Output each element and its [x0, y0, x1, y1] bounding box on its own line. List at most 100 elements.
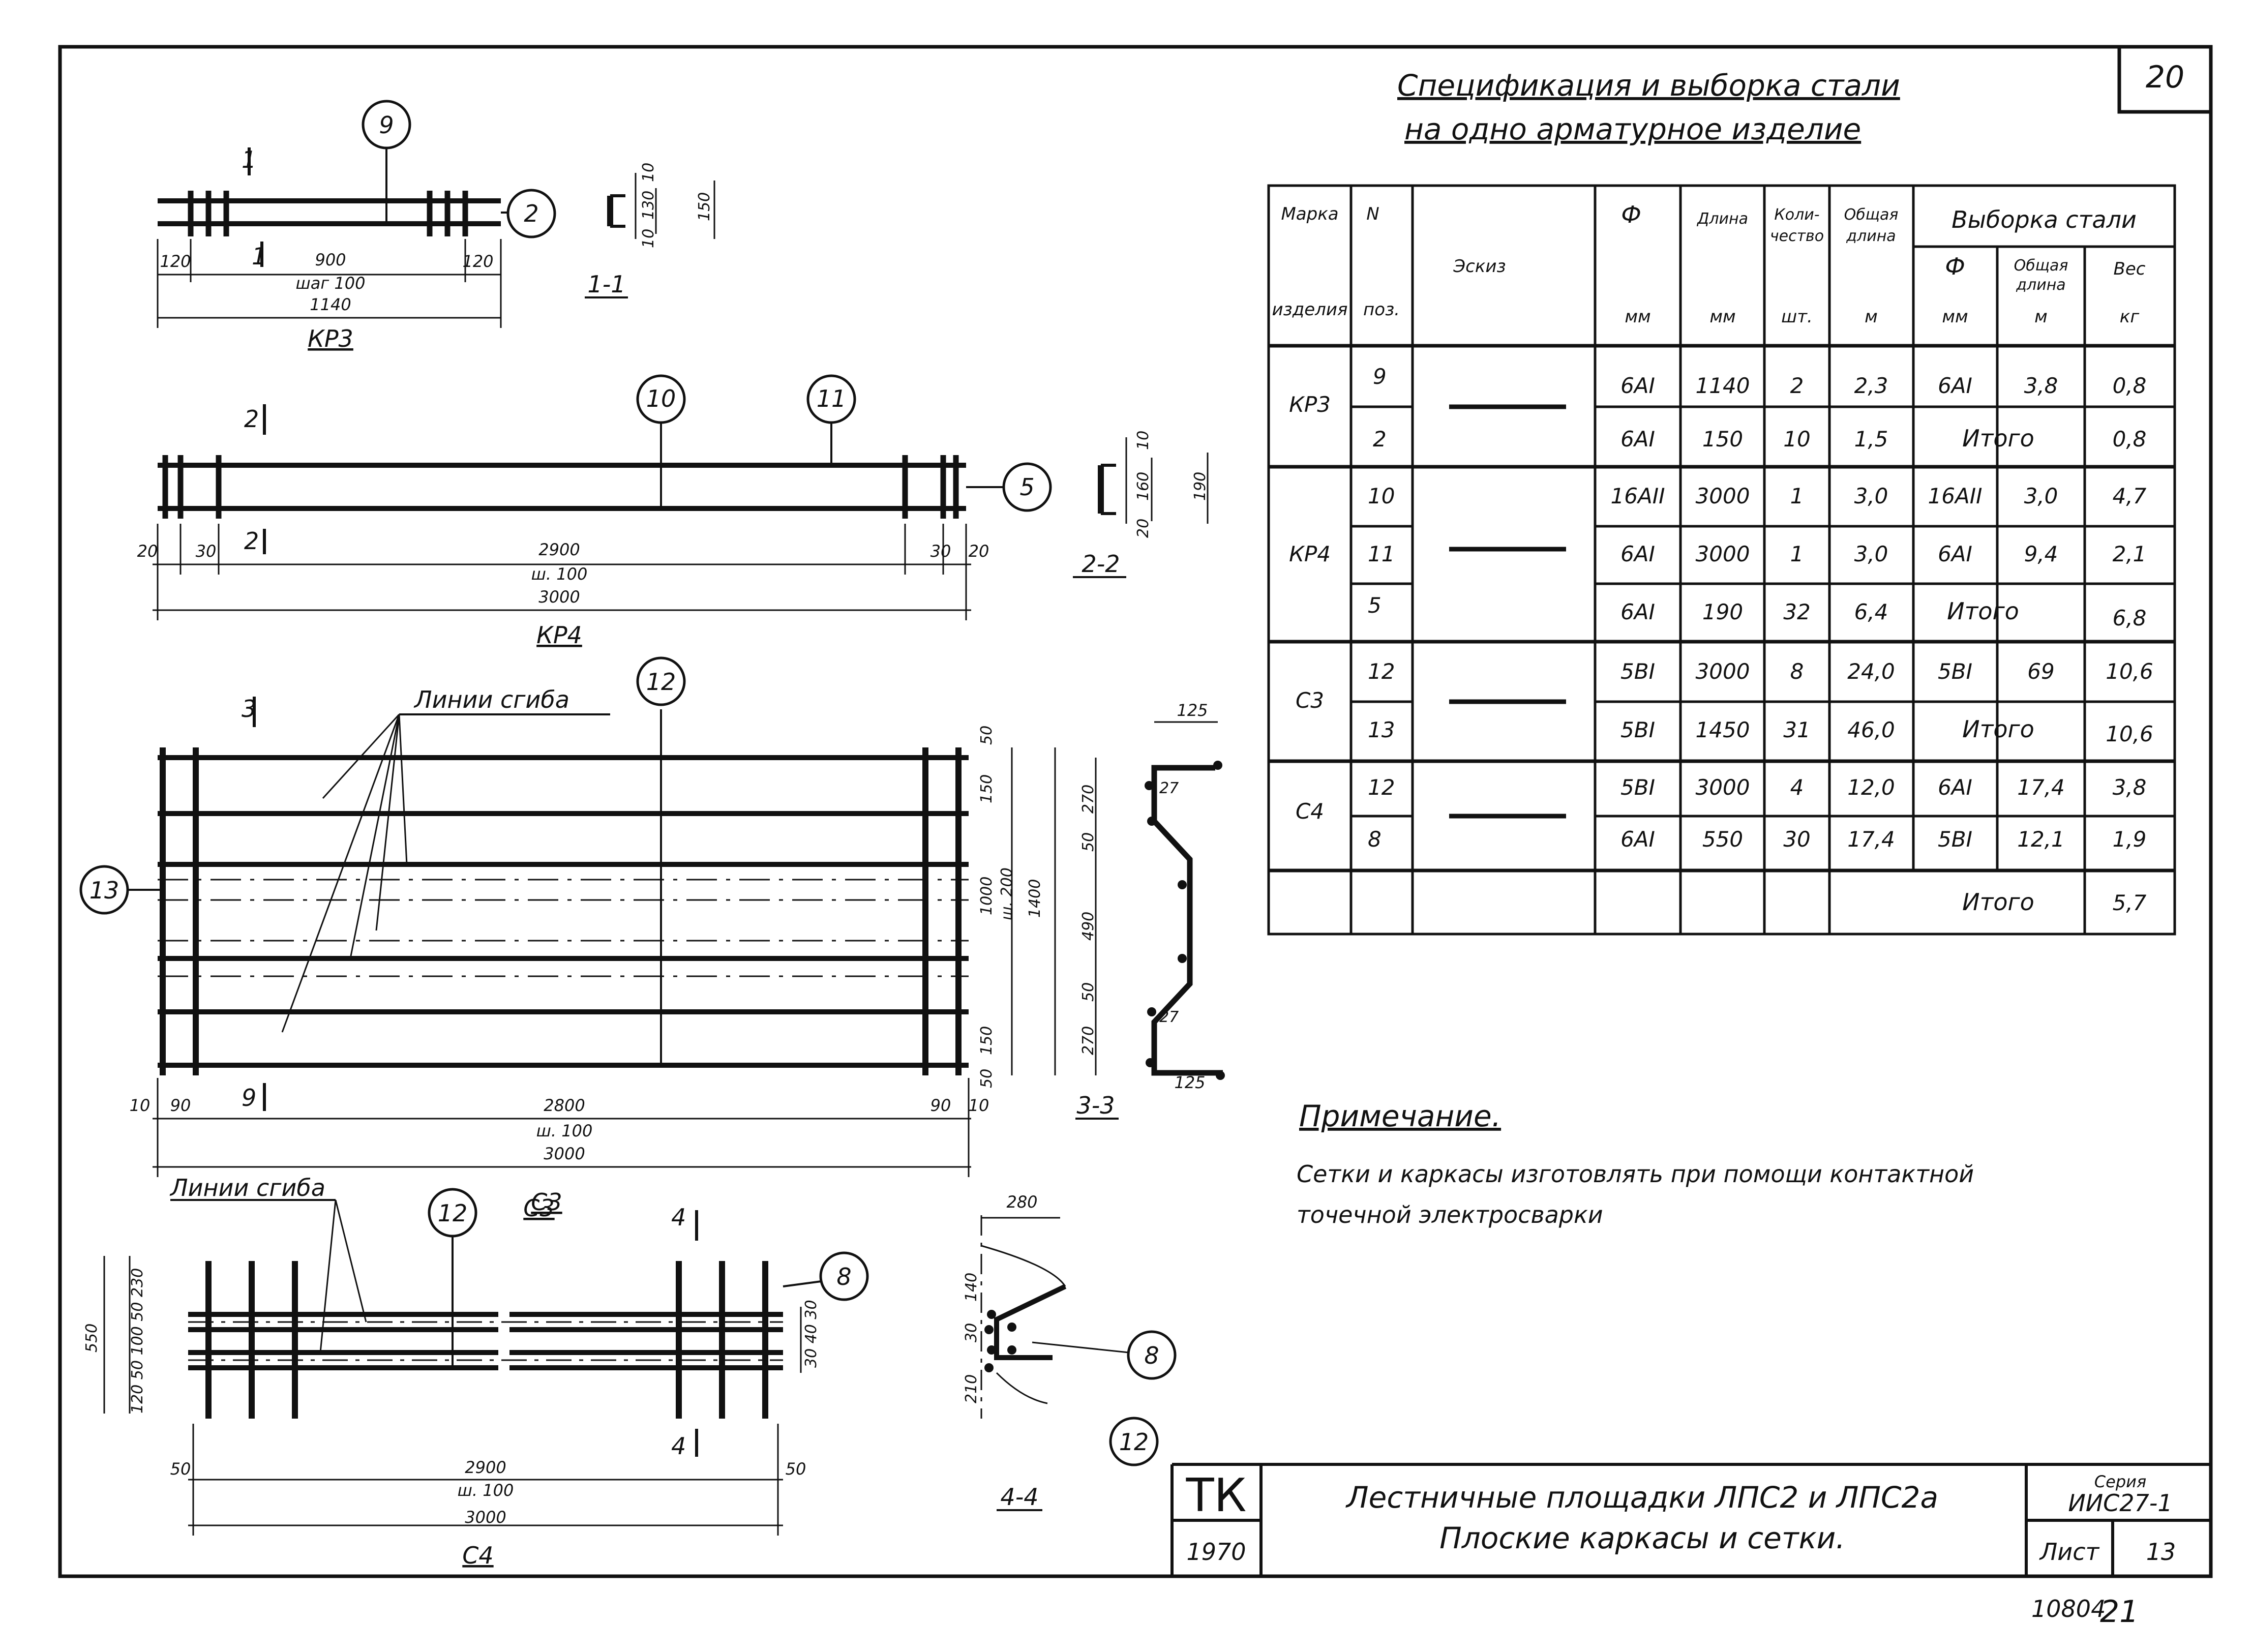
note-title: Примечание.: [1299, 1099, 1501, 1133]
c3-section-dots: [1145, 761, 1225, 1080]
mark-kr3: КР3: [1289, 392, 1331, 417]
cell: 6AI: [1938, 373, 1972, 398]
kr3-dim-left: 120: [160, 252, 191, 271]
stamp-number: 10804: [2031, 1595, 2106, 1623]
kr4-dim-r2: 20: [969, 542, 989, 561]
cell: 12: [1368, 659, 1395, 684]
kr4-total: 3000: [538, 587, 580, 607]
cell: 6,8: [2113, 606, 2147, 630]
cell: 24,0: [1847, 659, 1895, 684]
c4-pos-8: 8: [1144, 1342, 1159, 1369]
spec-table: [1267, 184, 2176, 936]
spec-title-line1: Спецификация и выборка стали: [1397, 68, 1900, 103]
cell: 6AI: [1620, 427, 1655, 452]
cell: 12,1: [2017, 827, 2065, 852]
c3-v-top: 50: [978, 726, 996, 745]
cell: 10,6: [2106, 722, 2153, 746]
itogo-label: Итого: [1947, 597, 2019, 625]
c3-v-bot: 50: [978, 1069, 996, 1088]
cell: 9: [1373, 364, 1387, 389]
cell: 10,6: [2106, 659, 2153, 684]
c4-dim-l: 50: [170, 1459, 191, 1479]
c3-step: ш. 100: [536, 1121, 593, 1140]
c4-pos-12: 12: [1119, 1428, 1149, 1456]
cell: 1,5: [1854, 427, 1888, 452]
c3-cut: 3: [242, 695, 256, 723]
cell: 1: [1790, 484, 1804, 508]
kr4-pos-right: 5: [1019, 473, 1034, 501]
cell: 9,4: [2024, 542, 2058, 566]
kr4-cut-bottom: 2: [244, 527, 259, 555]
cell: 17,4: [1847, 827, 1895, 852]
cell: 2,3: [1854, 373, 1888, 398]
drawing-c4: [103, 1188, 1177, 1536]
c4-dim-mid: 2900: [465, 1458, 506, 1477]
c3-name: С3: [531, 1188, 562, 1216]
c3-dim-mid: 2800: [544, 1096, 585, 1115]
hdr-num-sub: поз.: [1363, 299, 1400, 320]
hdr-phi: Ф: [1621, 201, 1641, 228]
mark-c4: С4: [1296, 799, 1324, 824]
cell: 6,4: [1854, 599, 1888, 624]
c4-v-550: 550: [83, 1324, 101, 1353]
kr4-dim-l2: 30: [196, 542, 217, 561]
hdr-total: Общая: [1844, 206, 1899, 224]
title-line2: Плоские каркасы и сетки.: [1439, 1521, 1845, 1555]
c3-total: 3000: [544, 1144, 585, 1163]
note-line1: Сетки и каркасы изготовлять при помощи к…: [1297, 1160, 1974, 1188]
spec-header: Марка изделия N поз. Эскиз Ф мм Длина мм…: [1272, 201, 2146, 327]
cell: 6AI: [1938, 775, 1972, 800]
cell: 46,0: [1847, 717, 1895, 742]
c4-s-30: 30: [963, 1323, 980, 1342]
c4-dim-r: 50: [786, 1459, 806, 1479]
cell: 2,1: [2113, 542, 2147, 566]
c3-v-150b: 150: [978, 1026, 996, 1055]
c4-pos-right: 8: [836, 1263, 851, 1290]
c4-section-dots: [984, 1310, 1016, 1372]
hdr-total2: длина: [1846, 227, 1896, 245]
hdr-weight-unit: кг: [2120, 307, 2140, 327]
hdr-phi-unit: мм: [1625, 307, 1650, 327]
c3-s-125a: 125: [1177, 701, 1208, 720]
cell: 1450: [1696, 717, 1750, 742]
cell: 5BI: [1620, 659, 1655, 684]
kr4-sec-total: 190: [1191, 472, 1209, 501]
cell: 16AII: [1611, 484, 1665, 508]
c3-s-27b: 27: [1159, 1008, 1179, 1026]
c3-dim-l2: 90: [170, 1096, 191, 1115]
c3-s-27a: 27: [1159, 779, 1179, 797]
sheet-number-box: [2117, 45, 2213, 114]
c3-dim-r2: 10: [969, 1096, 989, 1115]
c3-cut-bottom: 9: [242, 1084, 256, 1112]
spec-body: КР3 9 6AI 1140 2 2,3 6AI 3,8 0,8 2 6AI 1…: [1289, 364, 2153, 916]
c3-s-270a: 270: [1079, 785, 1097, 814]
hdr-sketch: Эскиз: [1453, 256, 1506, 277]
kr4-sec-d3: 20: [1134, 519, 1152, 538]
kr3-dim-mid: 900: [315, 250, 346, 269]
cell: 3,8: [2024, 373, 2058, 398]
c4-bend-label: Линии сгиба: [169, 1174, 325, 1202]
cell: 550: [1702, 827, 1743, 852]
cell: 31: [1783, 717, 1810, 742]
final-itogo-value: 5,7: [2113, 890, 2147, 915]
cell: 1: [1790, 542, 1804, 566]
kr4-sec-d2: 160: [1134, 472, 1152, 501]
c4-pos-top: 12: [438, 1199, 468, 1227]
cell: 6AI: [1620, 373, 1655, 398]
cell: 16AII: [1928, 484, 1983, 508]
hdr-weight: Вес: [2114, 259, 2146, 279]
c4-s-210: 210: [963, 1374, 980, 1403]
cell: 2: [1373, 427, 1387, 452]
c3-pos-top: 12: [646, 668, 676, 696]
c3-v-150a: 150: [978, 774, 996, 803]
hdr-mark: Марка: [1281, 204, 1338, 224]
kr3-sec-d3: 10: [640, 229, 657, 248]
hdr-sel-total: Общая: [2014, 257, 2068, 275]
cell: 3000: [1696, 659, 1750, 684]
kr4-pos-top1: 10: [646, 385, 676, 412]
cell: 0,8: [2113, 427, 2147, 452]
c3-s-50a: 50: [1079, 832, 1097, 852]
c3-v-step: ш. 200: [998, 867, 1016, 920]
cell: 12: [1368, 775, 1395, 800]
